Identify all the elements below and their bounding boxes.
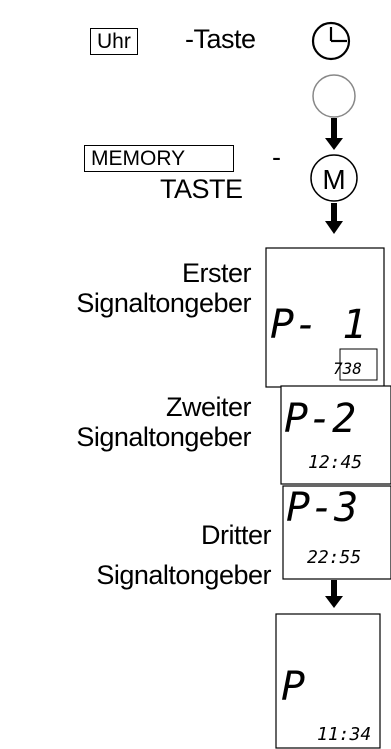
clock-icon bbox=[311, 21, 351, 61]
third-label-2: Signaltongeber bbox=[96, 560, 271, 590]
display-final-sub: 11:34 bbox=[317, 724, 371, 745]
second-label-1: Zweiter bbox=[165, 392, 252, 422]
display-first-main: P- 1 bbox=[270, 302, 366, 348]
display-third: P-3 22:55 bbox=[282, 485, 391, 580]
display-third-main: P-3 bbox=[286, 485, 358, 531]
display-second: P-2 12:45 bbox=[280, 385, 391, 485]
first-label-2: Signaltongeber bbox=[76, 288, 251, 318]
display-second-sub: 12:45 bbox=[308, 452, 362, 473]
display-final: P 11:34 bbox=[275, 613, 381, 749]
second-label-2: Signaltongeber bbox=[76, 422, 251, 452]
memory-button-icon: M bbox=[310, 154, 358, 202]
uhr-key-box: Uhr bbox=[90, 28, 138, 55]
memory-button-letter: M bbox=[322, 164, 345, 195]
arrow-down-icon bbox=[325, 580, 343, 608]
arrow-down-icon bbox=[325, 203, 343, 234]
arrow-down-icon bbox=[325, 118, 343, 150]
circle-button-icon bbox=[312, 74, 356, 118]
third-label-1: Dritter bbox=[201, 520, 272, 550]
memory-key-box: MEMORY bbox=[84, 145, 234, 172]
display-final-main: P bbox=[281, 664, 305, 710]
memory-key-label: MEMORY bbox=[91, 147, 186, 170]
memory-key-dash: - bbox=[272, 142, 281, 172]
display-first-sub: 738 bbox=[333, 359, 362, 378]
uhr-key-label: Uhr bbox=[97, 30, 131, 53]
memory-key-line2: TASTE bbox=[160, 174, 243, 204]
display-first: P- 1 738 bbox=[265, 247, 385, 388]
first-label-1: Erster bbox=[181, 258, 252, 288]
display-second-main: P-2 bbox=[284, 396, 356, 442]
display-third-sub: 22:55 bbox=[307, 547, 361, 568]
uhr-key-suffix: -Taste bbox=[185, 24, 256, 54]
